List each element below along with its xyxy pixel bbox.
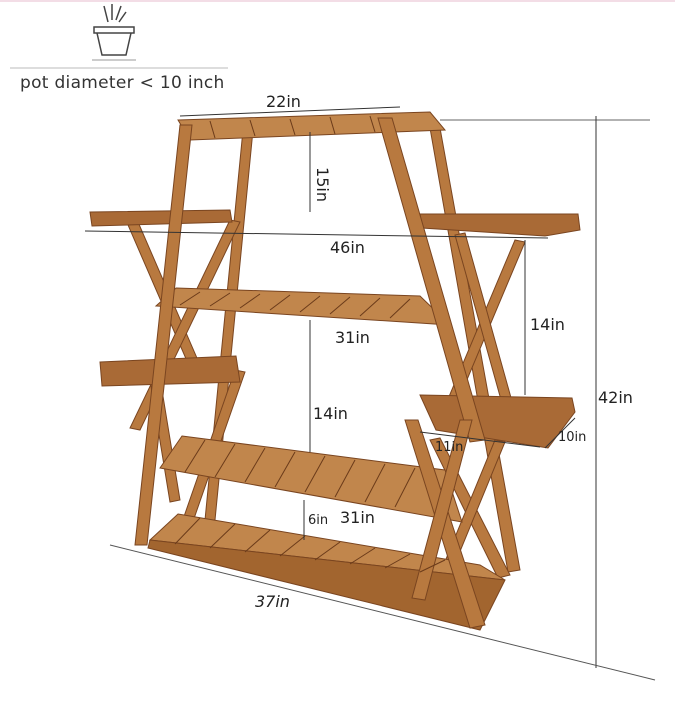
dim-lower-shelf-width: 31in (340, 508, 375, 527)
dim-total-width: 46in (330, 238, 365, 257)
top-border (0, 0, 675, 2)
plant-pot-icon (10, 4, 228, 69)
dim-base-width: 37in (255, 592, 290, 611)
wood-frame (89, 111, 581, 631)
pot-diameter-caption: pot diameter < 10 inch (20, 73, 225, 93)
dim-bottom-gap: 6in (308, 513, 329, 528)
shelf-slats (174, 115, 446, 573)
dim-total-height: 42in (598, 388, 633, 407)
dimension-lines (84, 106, 656, 681)
dim-side-shelf-depth: 10in (558, 430, 587, 445)
dim-top-height: 15in (312, 167, 332, 202)
dim-side-gap: 14in (530, 315, 565, 334)
dim-middle-shelf-width: 31in (335, 328, 370, 347)
dim-middle-gap: 14in (313, 404, 348, 423)
dim-side-shelf-length: 11in (435, 440, 464, 455)
dim-top-width: 22in (266, 92, 301, 111)
